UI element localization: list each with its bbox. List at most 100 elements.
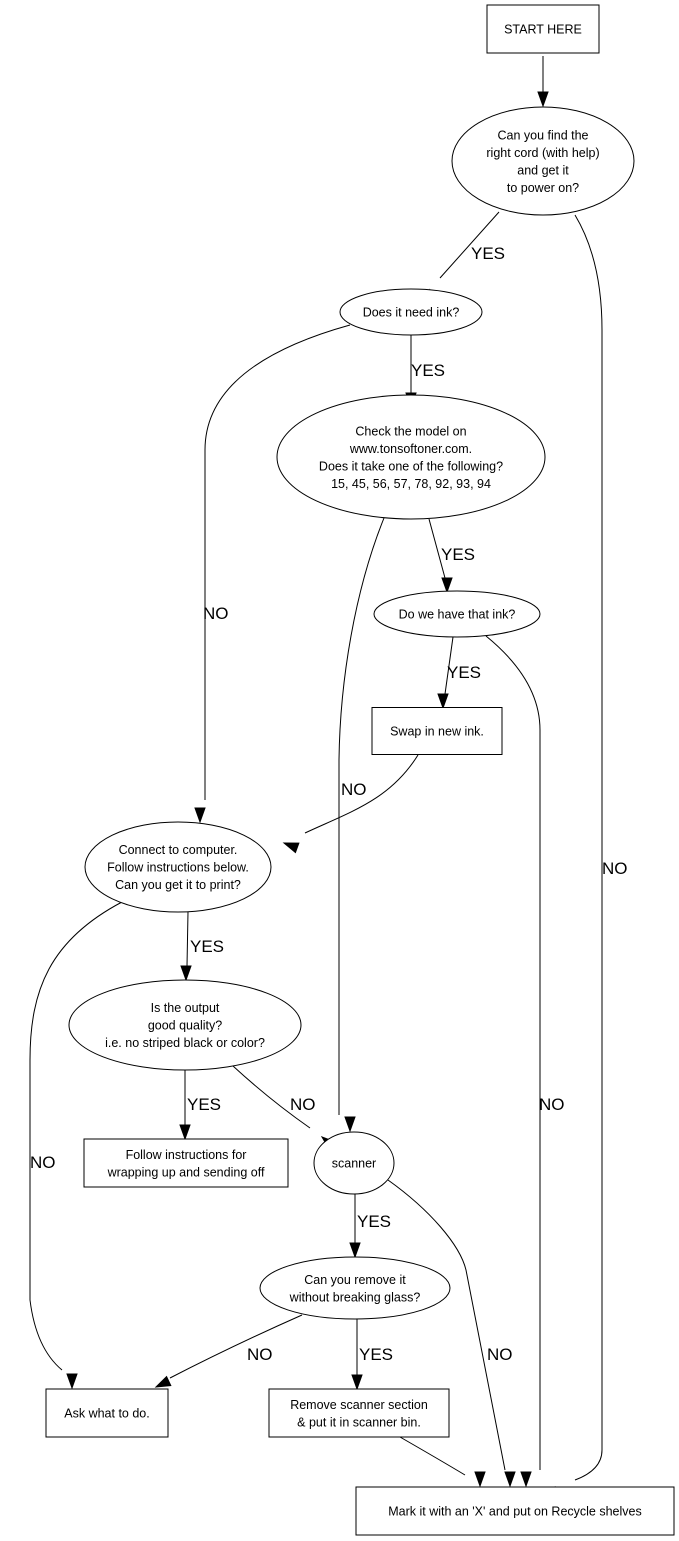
process-box xyxy=(355,1486,675,1536)
arrowhead-icon xyxy=(520,1471,532,1488)
decision-ellipse xyxy=(313,1131,395,1195)
edge-label-no: NO xyxy=(247,1345,273,1364)
node-text-line: to power on? xyxy=(507,181,579,195)
edge-have_ink-swap_ink xyxy=(437,636,454,710)
arrowhead-icon xyxy=(474,1471,486,1488)
edge-start-power xyxy=(537,56,549,108)
node-text-line: i.e. no striped black or color? xyxy=(105,1036,265,1050)
edge-check_model-scanner xyxy=(338,517,385,1133)
node-text-line: and get it xyxy=(517,163,569,177)
decision-ellipse xyxy=(84,821,272,913)
edge-quality-scanner xyxy=(232,1065,337,1151)
node-scanner: scanner xyxy=(313,1131,395,1195)
edge-label-no: NO xyxy=(290,1095,316,1114)
edge-line xyxy=(186,911,189,967)
edge-label-yes: YES xyxy=(447,663,481,682)
arrowhead-icon xyxy=(344,1116,356,1133)
arrowhead-icon xyxy=(66,1373,78,1390)
arrowhead-icon xyxy=(194,807,206,824)
edge-power-recycle xyxy=(554,214,603,1500)
node-text-line: without breaking glass? xyxy=(289,1290,421,1304)
edge-remove_glass-ask xyxy=(154,1314,303,1388)
edge-line xyxy=(574,214,603,1481)
decision-ellipse xyxy=(259,1256,451,1320)
node-text-line: 15, 45, 56, 57, 78, 92, 93, 94 xyxy=(331,477,491,491)
process-box xyxy=(45,1388,169,1438)
decision-ellipse xyxy=(373,590,541,638)
decision-ellipse xyxy=(276,394,546,520)
node-text-line: Remove scanner section xyxy=(290,1398,428,1412)
arrowhead-icon xyxy=(154,1375,172,1388)
edge-label-yes: YES xyxy=(359,1345,393,1364)
edge-check_model-have_ink xyxy=(428,518,453,594)
decision-ellipse xyxy=(68,979,302,1071)
edge-remove_glass-remove_scanner xyxy=(351,1319,363,1391)
decision-ellipse xyxy=(339,288,483,336)
arrowhead-icon xyxy=(437,693,449,710)
process-box xyxy=(371,707,503,755)
edge-line xyxy=(204,324,351,800)
node-remove-glass: Can you remove it without breaking glass? xyxy=(259,1256,451,1320)
node-text-line: & put it in scanner bin. xyxy=(297,1415,421,1429)
node-text-line: Does it need ink? xyxy=(363,306,460,320)
edge-label-yes: YES xyxy=(441,545,475,564)
edge-quality-wrap_up xyxy=(179,1070,191,1141)
edge-line xyxy=(338,517,385,1115)
node-remove-scanner: Remove scanner section & put it in scanne… xyxy=(268,1388,450,1438)
node-text-line: scanner xyxy=(332,1157,376,1171)
edge-label-no: NO xyxy=(341,780,367,799)
node-text-line: Is the output xyxy=(151,1001,220,1015)
edge-have_ink-recycle xyxy=(485,635,541,1488)
edge-line xyxy=(387,1179,506,1471)
node-text-line: wrapping up and sending off xyxy=(107,1165,265,1179)
edge-need_ink-connect xyxy=(194,324,351,824)
edge-line xyxy=(428,518,446,579)
node-ask: Ask what to do. xyxy=(45,1388,169,1438)
node-swap-ink: Swap in new ink. xyxy=(371,707,503,755)
edge-scanner-recycle xyxy=(387,1179,516,1488)
edge-line xyxy=(232,1065,311,1129)
decision-ellipse xyxy=(451,106,635,216)
edge-label-no: NO xyxy=(487,1345,513,1364)
node-text-line: Follow instructions for xyxy=(126,1148,247,1162)
node-recycle: Mark it with an 'X' and put on Recycle s… xyxy=(355,1486,675,1536)
node-text-line: Do we have that ink? xyxy=(399,608,516,622)
node-text-line: good quality? xyxy=(148,1019,222,1033)
node-text-line: www.tonsoftoner.com. xyxy=(349,442,472,456)
node-text-line: Follow instructions below. xyxy=(107,861,249,875)
edge-label-yes: YES xyxy=(411,361,445,380)
edge-label-yes: YES xyxy=(357,1212,391,1231)
arrowhead-icon xyxy=(282,842,300,854)
arrowhead-icon xyxy=(351,1374,363,1391)
edge-line xyxy=(29,901,123,1371)
node-wrap-up: Follow instructions for wrapping up and s… xyxy=(83,1138,289,1188)
edge-line xyxy=(439,211,500,279)
edge-line xyxy=(485,635,541,1470)
node-check-model: Check the model onwww.tonsoftoner.com.Do… xyxy=(276,394,546,520)
edge-label-yes: YES xyxy=(471,244,505,263)
node-need-ink: Does it need ink? xyxy=(339,288,483,336)
edge-remove_scanner-recycle xyxy=(399,1436,486,1488)
process-box xyxy=(268,1388,450,1438)
node-text-line: Can you get it to print? xyxy=(115,878,241,892)
process-box xyxy=(83,1138,289,1188)
edge-label-yes: YES xyxy=(190,937,224,956)
node-text-line: Check the model on xyxy=(355,424,466,438)
edge-connect-quality xyxy=(180,911,192,982)
node-text-line: START HERE xyxy=(504,23,582,37)
node-have-ink: Do we have that ink? xyxy=(373,590,541,638)
node-text-line: Swap in new ink. xyxy=(390,725,484,739)
node-start: START HERE xyxy=(486,4,600,54)
edge-connect-ask xyxy=(29,901,123,1390)
edge-line xyxy=(169,1314,303,1379)
edge-label-no: NO xyxy=(30,1153,56,1172)
edge-label-no: NO xyxy=(602,859,628,878)
node-text-line: right cord (with help) xyxy=(486,146,599,160)
arrowhead-icon xyxy=(504,1471,516,1488)
node-text-line: Can you remove it xyxy=(304,1273,406,1287)
node-connect: Connect to computer.Follow instructions … xyxy=(84,821,272,913)
edge-line xyxy=(444,636,454,695)
edge-label-yes: YES xyxy=(187,1095,221,1114)
